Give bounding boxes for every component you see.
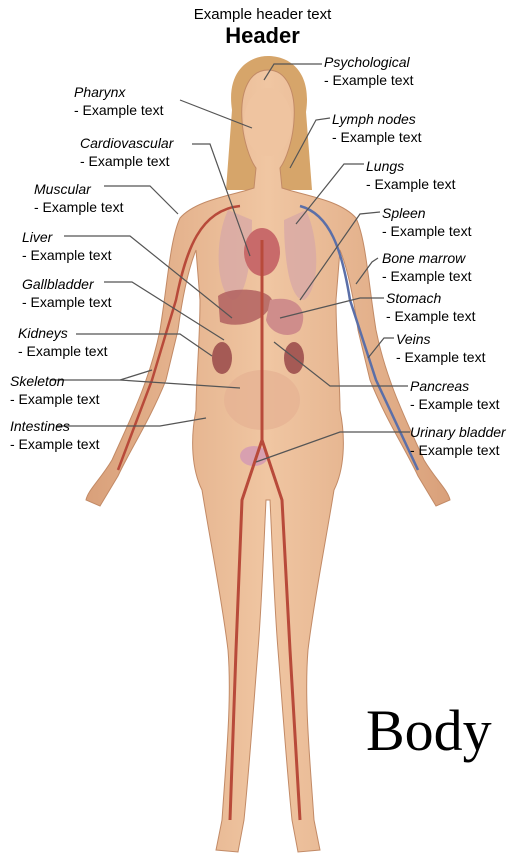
label-veins-desc: - Example text	[396, 348, 485, 366]
label-bone-marrow-title: Bone marrow	[382, 249, 471, 267]
label-pancreas-desc: - Example text	[410, 395, 499, 413]
label-lymph-nodes-desc: - Example text	[332, 128, 421, 146]
label-veins-title: Veins	[396, 330, 485, 348]
label-lungs-title: Lungs	[366, 157, 455, 175]
label-skeleton-title: Skeleton	[10, 372, 99, 390]
label-gallbladder-title: Gallbladder	[22, 275, 111, 293]
label-kidneys-desc: - Example text	[18, 342, 107, 360]
label-gallbladder-desc: - Example text	[22, 293, 111, 311]
label-kidneys: Kidneys - Example text	[18, 324, 107, 360]
label-kidneys-title: Kidneys	[18, 324, 107, 342]
label-veins: Veins - Example text	[396, 330, 485, 366]
label-spleen-desc: - Example text	[382, 222, 471, 240]
label-muscular-desc: - Example text	[34, 198, 123, 216]
label-bone-marrow: Bone marrow - Example text	[382, 249, 471, 285]
label-cardiovascular-desc: - Example text	[80, 152, 173, 170]
body-watermark-text: Body	[366, 700, 492, 762]
label-stomach: Stomach - Example text	[386, 289, 475, 325]
label-stomach-desc: - Example text	[386, 307, 475, 325]
label-urinary-bladder-title: Urinary bladder	[410, 423, 506, 441]
label-intestines-title: Intestines	[10, 417, 99, 435]
label-intestines: Intestines - Example text	[10, 417, 99, 453]
label-pharynx-title: Pharynx	[74, 83, 163, 101]
label-bone-marrow-desc: - Example text	[382, 267, 471, 285]
label-pharynx-desc: - Example text	[74, 101, 163, 119]
label-spleen-title: Spleen	[382, 204, 471, 222]
label-liver-title: Liver	[22, 228, 111, 246]
label-spleen: Spleen - Example text	[382, 204, 471, 240]
label-cardiovascular: Cardiovascular - Example text	[80, 134, 173, 170]
label-lymph-nodes: Lymph nodes - Example text	[332, 110, 421, 146]
label-stomach-title: Stomach	[386, 289, 475, 307]
label-pancreas: Pancreas - Example text	[410, 377, 499, 413]
label-muscular: Muscular - Example text	[34, 180, 123, 216]
label-liver: Liver - Example text	[22, 228, 111, 264]
label-skeleton-desc: - Example text	[10, 390, 99, 408]
face	[244, 88, 292, 156]
label-urinary-bladder-desc: - Example text	[410, 441, 506, 459]
label-psychological: Psychological - Example text	[324, 53, 413, 89]
label-cardiovascular-title: Cardiovascular	[80, 134, 173, 152]
label-skeleton: Skeleton - Example text	[10, 372, 99, 408]
label-psychological-title: Psychological	[324, 53, 413, 71]
label-gallbladder: Gallbladder - Example text	[22, 275, 111, 311]
label-urinary-bladder: Urinary bladder - Example text	[410, 423, 506, 459]
label-lungs-desc: - Example text	[366, 175, 455, 193]
label-psychological-desc: - Example text	[324, 71, 413, 89]
label-intestines-desc: - Example text	[10, 435, 99, 453]
label-pancreas-title: Pancreas	[410, 377, 499, 395]
label-pharynx: Pharynx - Example text	[74, 83, 163, 119]
kidney-left	[212, 342, 232, 374]
label-lungs: Lungs - Example text	[366, 157, 455, 193]
label-muscular-title: Muscular	[34, 180, 123, 198]
label-lymph-nodes-title: Lymph nodes	[332, 110, 421, 128]
label-liver-desc: - Example text	[22, 246, 111, 264]
